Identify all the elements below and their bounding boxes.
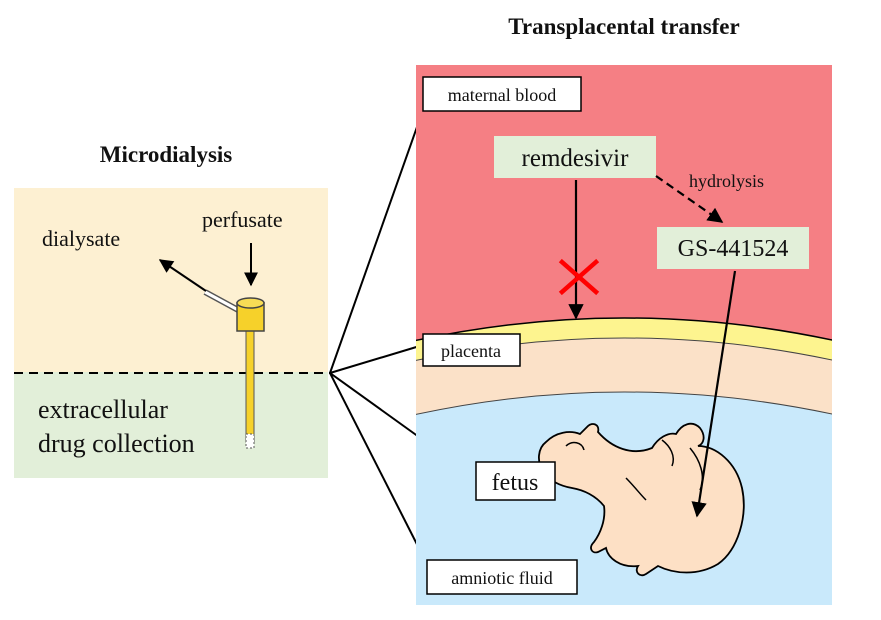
- dialysate-arrow: [158, 259, 207, 292]
- transfer-title: Transplacental transfer: [508, 14, 739, 39]
- remdesivir-box: [494, 136, 656, 178]
- microdialysis-title: Microdialysis: [100, 142, 233, 167]
- tissue-upper-region: [14, 188, 328, 372]
- gs441524-label: GS-441524: [678, 236, 789, 262]
- probe-tip: [245, 433, 255, 449]
- collection-label-line2: drug collection: [38, 429, 195, 458]
- remdesivir-label: remdesivir: [522, 145, 630, 172]
- gs441524-to-fetus-arrow: [691, 270, 737, 518]
- amniotic-fluid-label-box: [426, 559, 578, 595]
- fetus-paw: [661, 439, 674, 467]
- placenta-label: placenta: [441, 341, 501, 361]
- blocked-transfer-mark: [558, 258, 600, 296]
- probe-hub-top: [236, 297, 265, 309]
- amniotic-fluid-label: amniotic fluid: [451, 568, 552, 588]
- probe-shaft: [245, 329, 255, 443]
- maternal-blood-region: [416, 65, 832, 341]
- hydrolysis-arrow: [655, 175, 724, 223]
- tissue-lower-region: [14, 372, 328, 478]
- perfusate-label: perfusate: [202, 207, 283, 232]
- dialysate-label: dialysate: [42, 226, 120, 251]
- placenta-label-box: [422, 333, 521, 367]
- fetus-label-box: [475, 461, 556, 501]
- maternal-blood-label-box: [422, 76, 582, 112]
- gs441524-box: [657, 227, 809, 269]
- fetus-label: fetus: [492, 470, 539, 496]
- hydrolysis-label: hydrolysis: [689, 171, 764, 191]
- collection-label-line1: extracellular: [38, 395, 168, 424]
- callout-lines: [329, 109, 477, 571]
- fetus-limb: [625, 477, 647, 501]
- placenta-layer: [416, 318, 832, 361]
- fetus-ear: [565, 441, 585, 451]
- fetus-shape: [538, 422, 745, 577]
- maternal-blood-label: maternal blood: [448, 85, 556, 105]
